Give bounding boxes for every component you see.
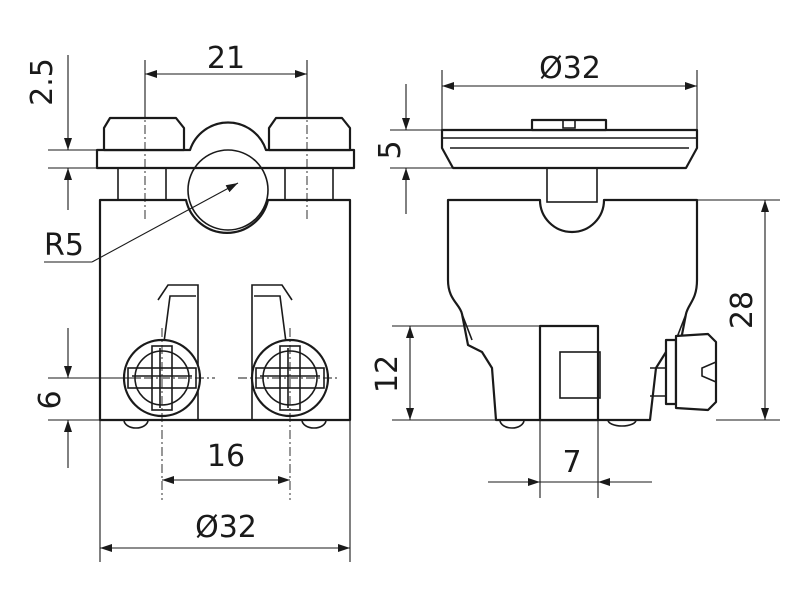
front-clamp-leg-left-inner (162, 295, 196, 351)
dim-label-2-5: 2.5 (25, 58, 60, 106)
dim-label-6: 6 (33, 390, 68, 409)
front-cap-block-left (102, 116, 186, 152)
side-cap-nub (530, 118, 608, 132)
front-cap-plate (95, 121, 356, 170)
side-screw (650, 332, 718, 412)
front-view: 21 2.5 R5 6 16 Ø32 (25, 41, 356, 562)
dim-label-5: 5 (373, 140, 408, 159)
front-bolt-right (284, 167, 334, 201)
front-conductor-circle (187, 149, 269, 231)
dim-label-side-diameter: Ø32 (539, 51, 601, 86)
dim-label-21: 21 (207, 41, 245, 76)
front-bolt-left (117, 167, 167, 201)
dim-label-front-diameter: Ø32 (195, 510, 257, 545)
front-cap-block-right (267, 116, 352, 152)
front-clamp-leg-right-inner (254, 295, 288, 351)
dim-label-7: 7 (562, 445, 581, 480)
side-cap-plate (440, 128, 699, 170)
front-clamp-leg-right (251, 284, 293, 420)
side-view: Ø32 5 28 12 7 (370, 51, 780, 498)
side-slot-block (538, 324, 600, 422)
dim-label-r5: R5 (44, 228, 84, 263)
dim-label-28: 28 (725, 291, 760, 329)
front-clamp-leg-left (157, 284, 199, 420)
dim-label-12: 12 (370, 355, 405, 393)
side-body (446, 198, 699, 422)
side-stem (546, 167, 598, 203)
dim-label-16: 16 (207, 439, 245, 474)
